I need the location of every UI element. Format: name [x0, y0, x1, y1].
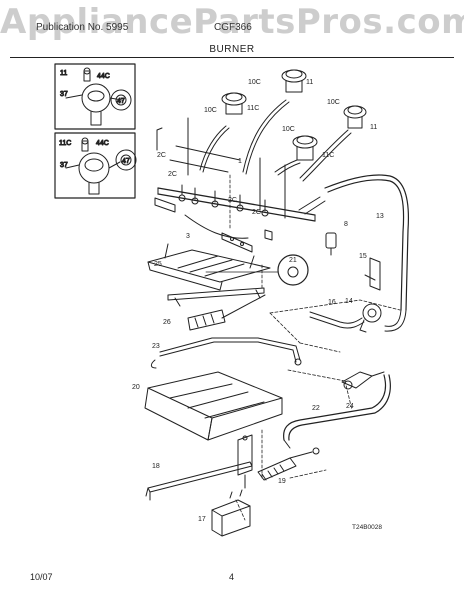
burner-right — [343, 105, 367, 129]
gas-supply-tube-13 — [298, 174, 410, 332]
burner-supply-tubes — [199, 99, 352, 182]
part-label: 10C — [248, 79, 261, 86]
inset-11-label-44c: 44C — [97, 73, 110, 80]
burner-panel-25 — [147, 243, 271, 291]
oven-valve-24 — [341, 371, 385, 390]
bake-burner-23 — [150, 337, 302, 369]
part-label: 17 — [198, 516, 206, 523]
part-label: 26 — [163, 319, 171, 326]
bracket-15 — [364, 257, 381, 291]
part-label: 2C — [228, 197, 237, 204]
igniter-19 — [257, 447, 320, 481]
part-label: 20 — [132, 384, 140, 391]
publication-number: Publication No. 5995 — [36, 22, 129, 33]
bracket-18 — [145, 461, 253, 501]
inset-11c-label-37: 37 — [60, 162, 68, 169]
part-label: 13 — [376, 213, 384, 220]
safety-valve-17 — [211, 489, 251, 537]
part-label: 2C — [157, 152, 166, 159]
part-label: 10C — [204, 107, 217, 114]
inset-11c-label-44c: 44C — [96, 140, 109, 147]
burner-center-front — [292, 135, 318, 161]
watermark: AppliancePartsPros.com — [0, 2, 464, 42]
part-label: 16 — [328, 299, 336, 306]
burner-left-rear — [221, 92, 247, 115]
section-title: BURNER — [209, 44, 255, 55]
part-label: 11 — [370, 124, 377, 131]
part-label: 11C — [247, 105, 259, 112]
valve-body — [237, 434, 253, 489]
inset-box-11 — [54, 63, 136, 130]
part-label: 11C — [322, 152, 334, 159]
part-label: 21 — [289, 257, 297, 264]
part-label: 18 — [152, 463, 160, 470]
part-label: 15 — [359, 253, 367, 260]
inset-box-11c — [54, 132, 137, 199]
burner-center-rear — [281, 69, 307, 93]
part-label: 14 — [345, 298, 353, 305]
part-label: 22 — [312, 405, 320, 412]
footer-date: 10/07 — [30, 572, 53, 582]
model-number: CGF366 — [214, 22, 252, 33]
bottom-panel-20 — [144, 371, 283, 441]
inset-11c-label-47: 47 — [122, 158, 130, 165]
header-rule — [10, 57, 454, 58]
part-label-group: 10C 11 10C 11C 10C 11 10C 11C 2C 2C 1 2C… — [132, 79, 384, 531]
part-label: 1 — [238, 158, 242, 165]
part-label: 2C — [168, 171, 177, 178]
part-label: 19 — [278, 478, 286, 485]
part-label: 3 — [186, 233, 190, 240]
inset-11-label-47: 47 — [117, 98, 125, 105]
part-label: 23 — [152, 343, 160, 350]
tube-16 — [309, 311, 365, 329]
leader-lines — [229, 174, 401, 521]
diagram-code: T24B0028 — [352, 524, 382, 531]
part-label: 25 — [154, 261, 162, 268]
part-label: 10C — [327, 99, 340, 106]
inset-11-label-37: 37 — [60, 91, 68, 98]
manifold-assembly — [154, 117, 316, 253]
spark-module-8 — [325, 232, 337, 256]
oven-gas-line-22 — [283, 374, 391, 449]
deflector-26 — [167, 287, 266, 331]
pressure-regulator-14 — [359, 303, 382, 333]
inset-title-11: 11 — [60, 70, 67, 77]
part-label: 10C — [282, 126, 295, 133]
part-label: 2C — [252, 209, 261, 216]
part-label: 8 — [344, 221, 348, 228]
inset-title-11c: 11C — [59, 140, 71, 147]
page-number: 4 — [229, 572, 235, 582]
detail-circle-21 — [205, 254, 309, 286]
part-label: 24 — [346, 403, 354, 410]
part-label: 11 — [306, 79, 313, 86]
